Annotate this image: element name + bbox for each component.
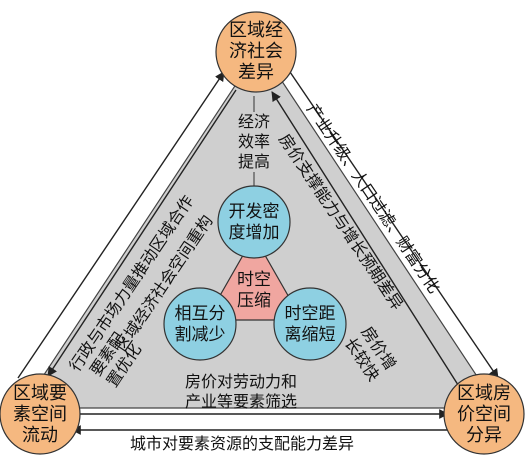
node-top-line: 差异 — [238, 62, 274, 83]
node-top-line: 济社会 — [229, 41, 283, 62]
arrow-right-outer — [289, 71, 499, 379]
label-screening-line: 房价对劳动力和 — [185, 372, 298, 391]
label-bottom-outer: 城市对要素资源的支配能力差异 — [130, 434, 355, 453]
inner-circle-density — [217, 185, 291, 259]
label-screening: 房价对劳动力和 产业等要素筛选 — [185, 372, 297, 412]
center-label: 时空 压缩 — [224, 270, 284, 312]
inner-circle-mutual — [163, 287, 237, 361]
node-top-line: 区域经 — [229, 20, 283, 41]
node-right-line: 价空间 — [457, 404, 511, 425]
label-screening-line: 产业等要素筛选 — [185, 392, 298, 411]
node-right-line: 分异 — [466, 425, 502, 446]
center-label-line: 时空 — [237, 270, 271, 290]
node-left-line: 素空间 — [13, 404, 67, 425]
node-left-line: 区域要 — [13, 383, 67, 404]
inner-mutual-line: 相互分 — [174, 304, 226, 324]
label-efficiency-line: 提高 — [237, 152, 270, 171]
node-left: 区域要 素空间 流动 — [0, 383, 80, 446]
node-right-circle — [443, 373, 525, 455]
inner-circle-distance — [273, 287, 347, 361]
node-left-circle — [0, 373, 81, 455]
label-efficiency: 经济 效率 提高 — [234, 112, 274, 172]
node-right: 区域房 价空间 分异 — [444, 383, 524, 446]
node-top-circle — [215, 11, 297, 93]
label-efficiency-line: 经济 — [237, 112, 270, 131]
inner-mutual-line: 割减少 — [174, 325, 226, 345]
arrow-left-inner — [47, 89, 237, 377]
label-efficiency-line: 效率 — [237, 132, 270, 151]
inner-distance-line: 离缩短 — [284, 325, 336, 345]
inner-density: 开发密 度增加 — [214, 202, 294, 244]
inner-distance-line: 时空距 — [284, 304, 336, 324]
inner-distance: 时空距 离缩短 — [270, 304, 350, 346]
node-top: 区域经 济社会 差异 — [216, 20, 296, 83]
inner-mutual: 相互分 割减少 — [160, 304, 240, 346]
node-left-line: 流动 — [22, 425, 58, 446]
inner-density-line: 开发密 — [228, 202, 280, 222]
arrow-left-outer — [17, 71, 225, 379]
arrow-right-inner — [271, 91, 461, 389]
center-triangle — [204, 234, 304, 321]
inner-density-line: 度增加 — [228, 223, 280, 243]
center-label-line: 压缩 — [237, 291, 271, 311]
node-right-line: 区域房 — [457, 383, 511, 404]
